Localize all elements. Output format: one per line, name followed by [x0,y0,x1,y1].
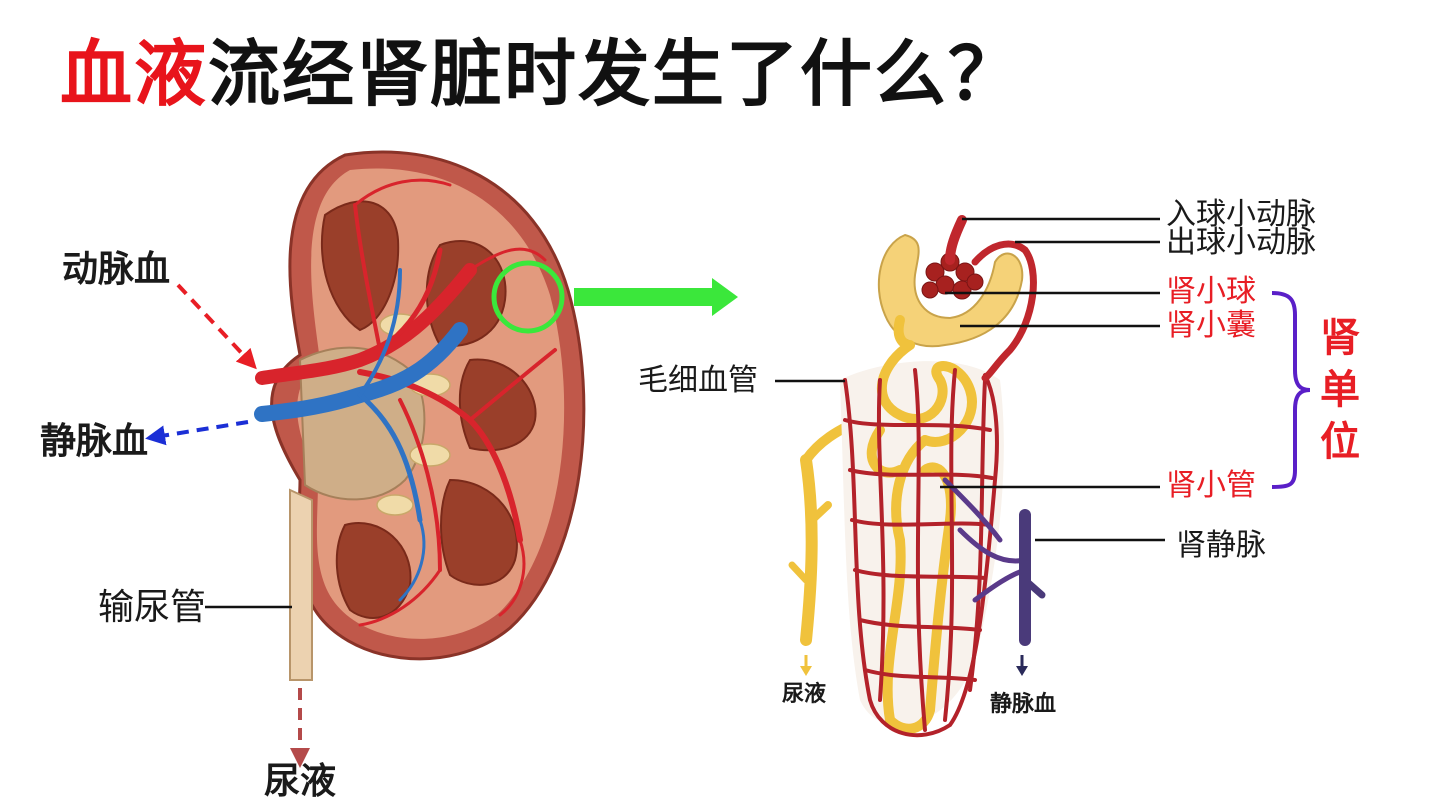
renal-pyramids [321,200,537,619]
title-rest: 流经肾脏时发生了什么？ [208,32,1023,116]
ureter [289,488,313,681]
page-title: 血液流经肾脏时发生了什么？ [60,38,1022,110]
renal-tubule-label: 肾小管 [1166,468,1256,503]
nephron-urine-label: 尿液 [782,682,827,707]
afferent-arteriole-label: 入球小动脉 [1166,197,1316,232]
glomerulus-tuft [921,252,984,300]
renal-veins [254,268,468,602]
artery-blood-arrow [176,283,257,370]
nephron-small-arrows [800,655,1028,676]
bowman-capsule [877,233,1024,348]
urine-label: 尿液 [264,761,337,802]
nephron-vein-blood-label: 静脉血 [990,692,1057,717]
nephron-leader-lines [775,217,1165,542]
nephron-label: 肾单位 [1320,315,1360,465]
highlight-circle [491,260,565,334]
title-highlight: 血液 [60,32,209,116]
bowman-capsule-label: 肾小囊 [1166,308,1256,343]
zoom-arrow [574,278,738,316]
renal-arteries [255,178,557,627]
renal-tubule [866,340,977,734]
afferent-arteriole [945,215,967,265]
kidney-illustration [254,150,586,681]
artery-blood-label: 动脉血 [62,249,171,290]
capillaries-label: 毛细血管 [638,363,758,398]
nephron-illustration [788,215,1046,738]
collecting-duct [800,454,818,646]
nephron-bracket [1271,291,1311,489]
efferent-arteriole-label: 出球小动脉 [1166,225,1316,260]
renal-vein-label: 肾静脉 [1176,528,1266,563]
peritubular-capillaries [843,368,999,738]
vein-blood-label: 静脉血 [40,421,149,462]
glomerulus-label: 肾小球 [1166,274,1256,309]
efferent-arteriole [971,240,1037,382]
vein-blood-arrow [145,420,249,446]
ureter-label: 输尿管 [98,587,207,628]
